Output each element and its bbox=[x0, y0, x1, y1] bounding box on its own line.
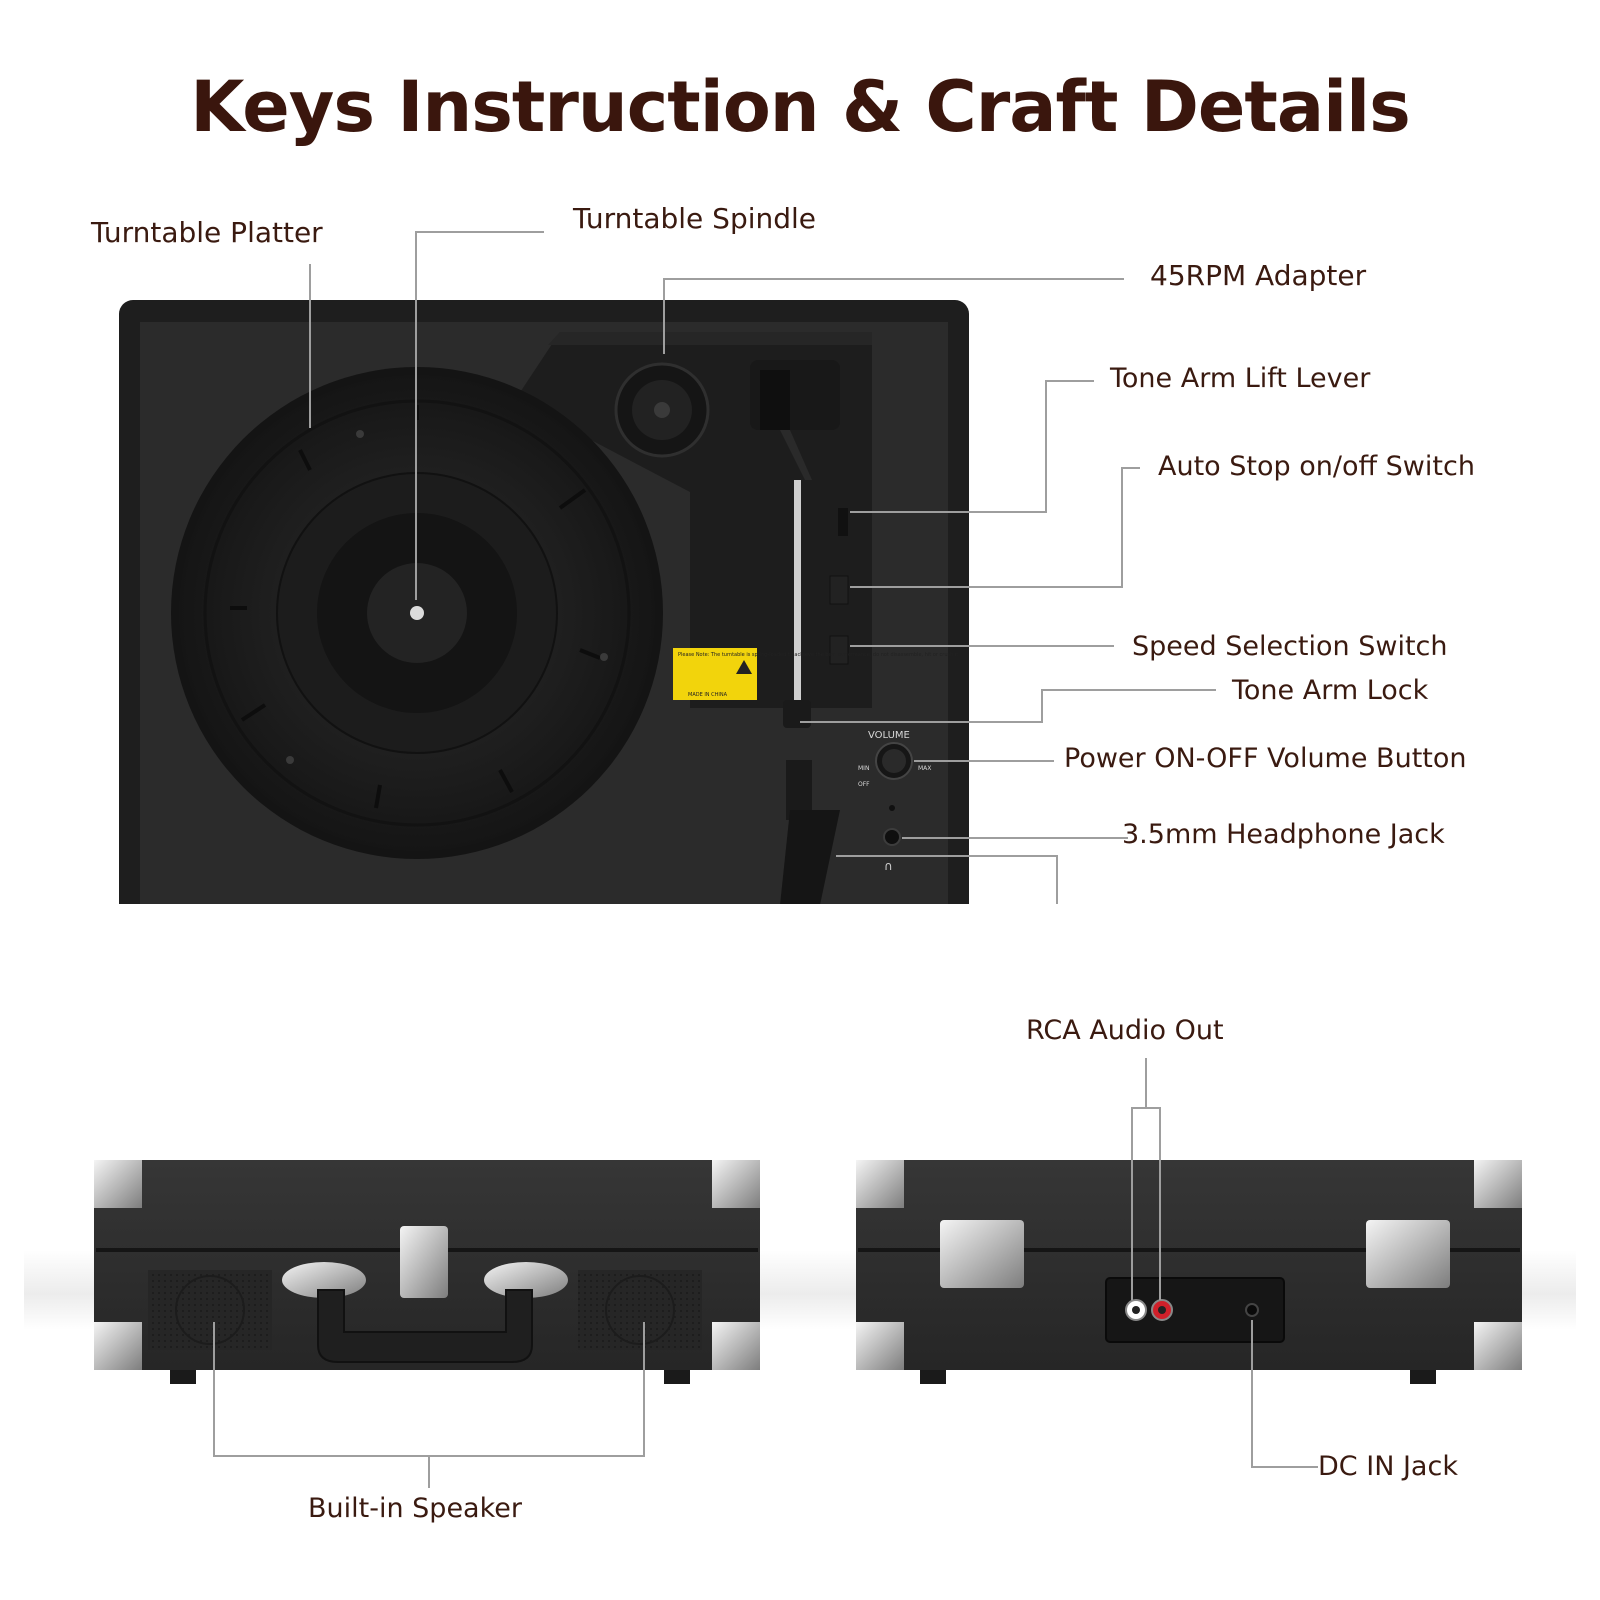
label-rca-audio-out: RCA Audio Out bbox=[1026, 1015, 1224, 1046]
label-turntable-spindle: Turntable Spindle bbox=[573, 202, 817, 235]
label-builtin-speaker: Built-in Speaker bbox=[308, 1493, 522, 1524]
headphone-jack bbox=[883, 828, 901, 846]
label-turntable-platter: Turntable Platter bbox=[91, 216, 323, 249]
label-tone-arm-lock: Tone Arm Lock bbox=[1232, 675, 1429, 706]
tone-arm-counterweight bbox=[780, 810, 840, 904]
label-auto-stop-switch: Auto Stop on/off Switch bbox=[1158, 451, 1475, 482]
label-headphone-jack: 3.5mm Headphone Jack bbox=[1122, 819, 1445, 850]
leader-lines-top bbox=[309, 231, 1216, 904]
power-led bbox=[889, 805, 895, 811]
volume-min-label: MIN bbox=[858, 765, 869, 772]
speed-switch bbox=[829, 635, 849, 665]
hinge-left bbox=[940, 1220, 1024, 1288]
dc-in-port bbox=[1245, 1303, 1259, 1317]
sticker-text: Please Note: The turntable is spring-loa… bbox=[678, 652, 960, 658]
label-speed-selection-switch: Speed Selection Switch bbox=[1132, 631, 1448, 662]
label-tone-arm-lift-lever: Tone Arm Lift Lever bbox=[1110, 363, 1371, 394]
tone-arm bbox=[794, 480, 801, 710]
speaker-left bbox=[148, 1270, 272, 1350]
io-panel bbox=[1105, 1277, 1285, 1343]
page-title: Keys Instruction & Craft Details bbox=[190, 66, 1411, 148]
label-45rpm-adapter: 45RPM Adapter bbox=[1150, 259, 1367, 292]
headphone-icon: ∩ bbox=[884, 859, 893, 873]
back-case bbox=[856, 1160, 1522, 1370]
volume-label: VOLUME bbox=[868, 730, 910, 741]
leader-lines-bottom bbox=[213, 1058, 1318, 1488]
lift-lever bbox=[838, 508, 848, 536]
turntable-front-view bbox=[94, 1160, 760, 1384]
label-dc-in-jack: DC IN Jack bbox=[1318, 1451, 1458, 1482]
volume-off-label: OFF bbox=[858, 781, 870, 788]
platter-ticks bbox=[230, 405, 601, 809]
volume-max-label: MAX bbox=[918, 765, 931, 772]
sticker-made-in: MADE IN CHINA bbox=[688, 692, 728, 698]
tone-arm-lock-clip bbox=[783, 700, 811, 728]
hinge-right bbox=[1366, 1220, 1450, 1288]
turntable-back-view bbox=[856, 1160, 1522, 1384]
turntable-top-view: Please Note: The turntable is spring-loa… bbox=[119, 300, 969, 904]
speaker-right bbox=[578, 1270, 702, 1350]
center-lock bbox=[400, 1226, 448, 1298]
corner-guard bbox=[94, 1160, 142, 1208]
turntable-spindle bbox=[410, 606, 424, 620]
auto-stop-switch bbox=[829, 575, 849, 605]
label-power-volume-button: Power ON-OFF Volume Button bbox=[1064, 743, 1467, 774]
carry-handle bbox=[317, 1289, 533, 1363]
